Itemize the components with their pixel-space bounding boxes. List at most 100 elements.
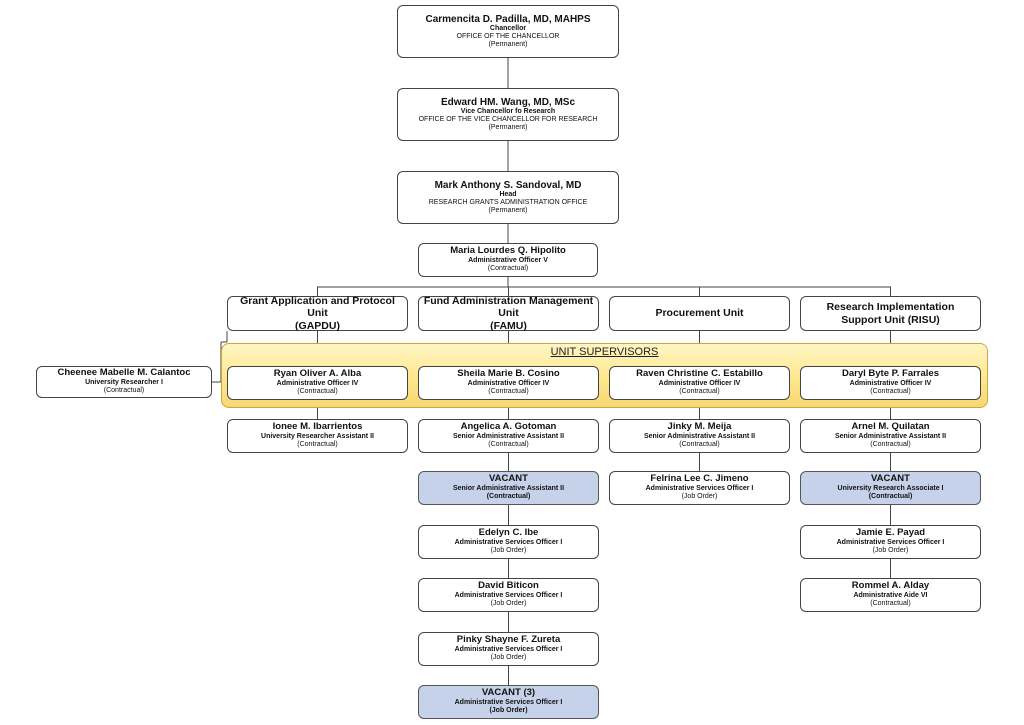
employment-status: (Contractual) xyxy=(488,441,529,449)
position-title: Administrative Services Officer I xyxy=(454,592,563,600)
unit-name-line: Fund Administration Management xyxy=(423,294,594,307)
position-title: Administrative Services Officer I xyxy=(836,539,945,547)
position-title: Administrative Officer IV xyxy=(849,380,932,388)
employment-status: (Job Order) xyxy=(872,547,909,555)
position-title: Administrative Services Officer I xyxy=(645,485,754,493)
person-name: Mark Anthony S. Sandoval, MD xyxy=(434,179,582,191)
unit-name-line: (GAPDU) xyxy=(295,319,340,332)
employment-status: (Contractual) xyxy=(679,441,720,449)
employment-status: (Permanent) xyxy=(488,207,528,215)
employment-status: (Contractual) xyxy=(486,493,531,501)
person-name: Pinky Shayne F. Zureta xyxy=(456,634,561,646)
person-name: Carmencita D. Padilla, MD, MAHPS xyxy=(425,13,591,25)
position-title: Administrative Officer IV xyxy=(467,380,550,388)
unit-name-line: Procurement Unit xyxy=(655,307,744,320)
employment-status: (Contractual) xyxy=(487,265,529,273)
unit-name-line: Support Unit (RISU) xyxy=(841,313,940,326)
position-title: Administrative Services Officer I xyxy=(454,539,563,547)
employment-status: (Job Order) xyxy=(490,547,527,555)
person-name: Daryl Byte P. Farrales xyxy=(842,368,939,380)
position-title: Senior Administrative Assistant II xyxy=(834,433,947,441)
person-name: David Biticon xyxy=(478,580,539,592)
unit-name-line: Unit xyxy=(307,307,328,320)
position-title: Vice Chancellor fo Research xyxy=(460,108,556,116)
position-title: Administrative Officer IV xyxy=(658,380,741,388)
person-name: Raven Christine C. Estabillo xyxy=(636,368,763,380)
employment-status: (Job Order) xyxy=(490,600,527,608)
person-name: Ryan Oliver A. Alba xyxy=(273,368,362,380)
person-name: VACANT (3) xyxy=(481,687,536,699)
person-name: Jamie E. Payad xyxy=(855,527,926,539)
staff-box: VACANT (3)Administrative Services Office… xyxy=(418,685,599,719)
office-name: OFFICE OF THE CHANCELLOR xyxy=(456,33,560,41)
employment-status: (Contractual) xyxy=(870,600,911,608)
position-title: Head xyxy=(499,191,517,199)
unit-name-line: Unit xyxy=(498,307,519,320)
office-name: OFFICE OF THE VICE CHANCELLOR FOR RESEAR… xyxy=(418,116,598,124)
person-name: Jinky M. Meija xyxy=(667,421,732,433)
position-title: Administrative Officer IV xyxy=(276,380,359,388)
person-name: Cheenee Mabelle M. Calantoc xyxy=(57,367,191,379)
unit-name-line: Grant Application and Protocol xyxy=(240,294,395,307)
position-title: Administrative Services Officer I xyxy=(454,699,563,707)
employment-status: (Contractual) xyxy=(868,493,913,501)
employment-status: (Permanent) xyxy=(488,41,528,49)
position-title: Senior Administrative Assistant II xyxy=(452,485,565,493)
position-title: Chancellor xyxy=(489,25,527,33)
person-name: Sheila Marie B. Cosino xyxy=(457,368,560,380)
employment-status: (Contractual) xyxy=(297,388,338,396)
employment-status: (Contractual) xyxy=(103,387,145,395)
employment-status: (Job Order) xyxy=(490,654,527,662)
position-title: Administrative Services Officer I xyxy=(454,646,563,654)
person-name: Edelyn C. Ibe xyxy=(478,527,539,539)
person-name: Felrina Lee C. Jimeno xyxy=(650,473,749,485)
position-title: Senior Administrative Assistant II xyxy=(643,433,756,441)
unit-header: Procurement Unit xyxy=(609,296,790,331)
person-name: VACANT xyxy=(871,473,910,485)
person-name: Arnel M. Quilatan xyxy=(851,421,930,433)
employment-status: (Contractual) xyxy=(488,388,529,396)
position-title: Administrative Officer V xyxy=(468,257,548,265)
person-name: VACANT xyxy=(489,473,528,485)
office-name: RESEARCH GRANTS ADMINISTRATION OFFICE xyxy=(428,199,588,207)
employment-status: (Contractual) xyxy=(297,441,338,449)
employment-status: (Job Order) xyxy=(681,493,718,501)
person-name: Angelica A. Gotoman xyxy=(460,421,557,433)
employment-status: (Permanent) xyxy=(488,124,528,132)
person-name: Rommel A. Alday xyxy=(851,580,930,592)
person-name: Maria Lourdes Q. Hipolito xyxy=(450,245,566,257)
unit-name-line: Research Implementation xyxy=(826,300,955,313)
position-title: Senior Administrative Assistant II xyxy=(452,433,565,441)
person-name: Ionee M. Ibarrientos xyxy=(272,421,363,433)
position-title: University Research Associate I xyxy=(837,485,944,493)
position-title: University Researcher I xyxy=(85,379,163,387)
employment-status: (Contractual) xyxy=(679,388,720,396)
unit-supervisors-label: UNIT SUPERVISORS xyxy=(550,346,659,358)
employment-status: (Contractual) xyxy=(870,388,911,396)
person-name: Edward HM. Wang, MD, MSc xyxy=(440,96,576,108)
position-title: Administrative Aide VI xyxy=(853,592,928,600)
